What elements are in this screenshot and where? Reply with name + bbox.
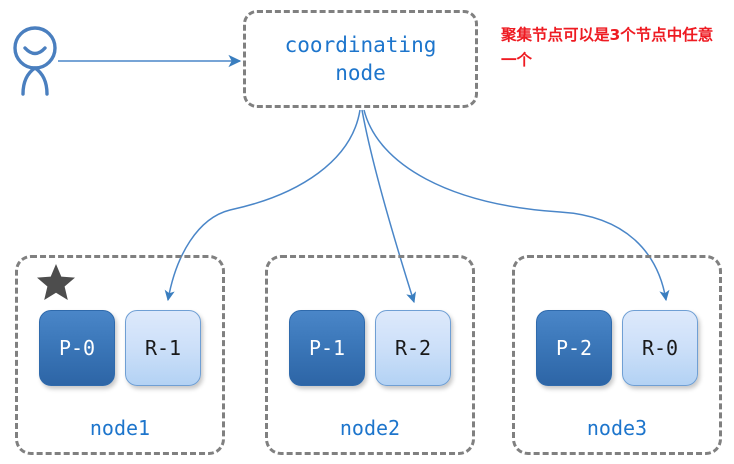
shard-primary-node1[interactable]: P-0 xyxy=(39,310,115,386)
node-group-node3[interactable]: P-2 R-0 node3 xyxy=(512,255,722,455)
shard-primary-node3[interactable]: P-2 xyxy=(536,310,612,386)
shard-primary-node2[interactable]: P-1 xyxy=(289,310,365,386)
node-label-node1: node1 xyxy=(89,416,151,440)
node-group-node1[interactable]: P-0 R-1 node1 xyxy=(15,255,225,455)
shard-row-node3: P-2 R-0 xyxy=(515,310,719,386)
node-label-node2: node2 xyxy=(339,416,401,440)
shard-row-node1: P-0 R-1 xyxy=(18,310,222,386)
shard-row-node2: P-1 R-2 xyxy=(268,310,472,386)
node-label-node3: node3 xyxy=(586,416,648,440)
user-stick-figure-icon xyxy=(13,26,57,96)
shard-replica-node2[interactable]: R-2 xyxy=(375,310,451,386)
coordinating-node-label: coordinating node xyxy=(284,32,437,85)
node-group-node2[interactable]: P-1 R-2 node2 xyxy=(265,255,475,455)
user-actor xyxy=(6,24,64,96)
star-icon xyxy=(37,264,75,300)
coordinating-node-box[interactable]: coordinating node xyxy=(243,10,478,108)
shard-replica-node1[interactable]: R-1 xyxy=(125,310,201,386)
shard-replica-node3[interactable]: R-0 xyxy=(622,310,698,386)
annotation-text: 聚集节点可以是3个节点中任意一个 xyxy=(501,26,714,70)
